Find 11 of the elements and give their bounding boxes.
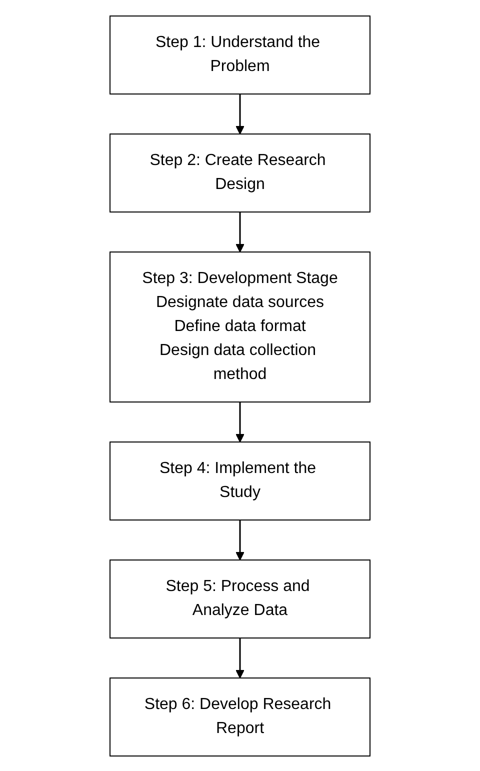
arrow <box>236 520 244 560</box>
node-box: Step 6: Develop Research Report <box>110 677 370 756</box>
arrow <box>236 212 244 252</box>
arrow <box>236 402 244 442</box>
node-box: Step 2: Create Research Design <box>110 133 370 212</box>
node-box: Step 5: Process and Analyze Data <box>110 559 370 638</box>
node-box: Step 3: Development Stage Designate data sources Define data format Design data collection method <box>110 251 370 402</box>
arrow <box>236 94 244 134</box>
node-box: Step 4: Implement the Study <box>110 441 370 520</box>
node-box: Step 1: Understand the Problem <box>110 15 370 94</box>
arrow <box>236 638 244 678</box>
